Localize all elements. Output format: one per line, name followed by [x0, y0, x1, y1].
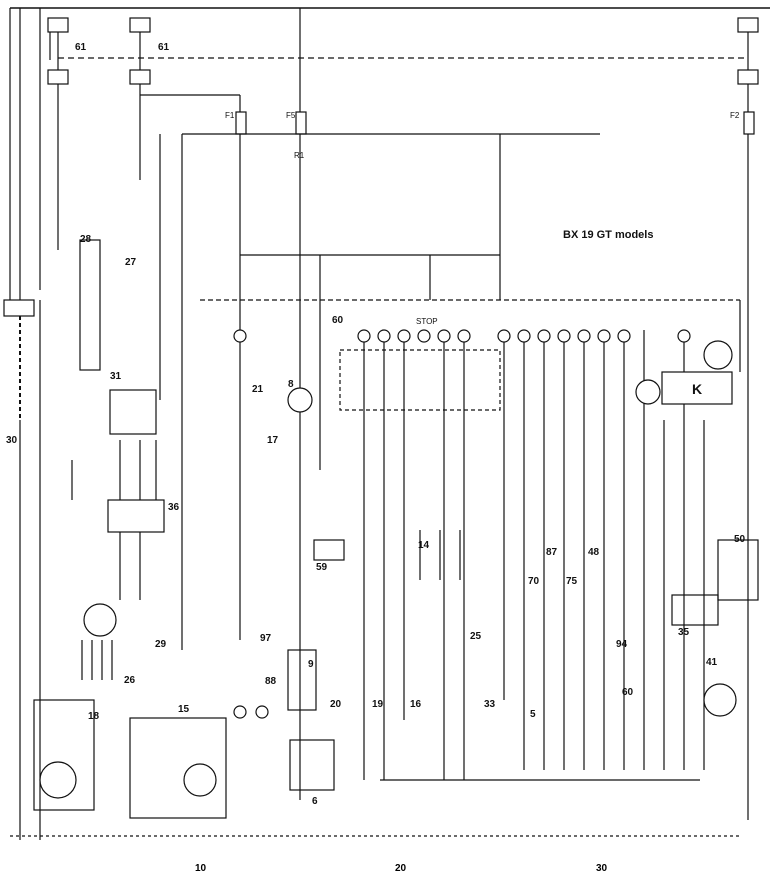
instrument-symbol: K [692, 381, 703, 397]
component-label: 33 [484, 699, 496, 710]
component-label: 29 [155, 639, 167, 650]
component-label: 70 [528, 576, 540, 587]
stop-label: STOP [416, 317, 438, 326]
component-label: 88 [265, 676, 277, 687]
component-label: 14 [418, 540, 430, 551]
component-label: 6 [312, 796, 318, 807]
component-label: 16 [410, 699, 422, 710]
component-label: 60 [622, 687, 634, 698]
component-label: 97 [260, 633, 272, 644]
component-label: 41 [706, 657, 718, 668]
component-label: 21 [252, 384, 264, 395]
fuse-label: F2 [730, 111, 740, 120]
component-label: 61 [158, 42, 170, 53]
component-label: 61 [75, 42, 87, 53]
component-label: 9 [308, 659, 314, 670]
component-label: 25 [470, 631, 482, 642]
component-label: 59 [316, 562, 328, 573]
component-label: 31 [110, 371, 122, 382]
component-label: 94 [616, 639, 628, 650]
ruler-major-label: 10 [195, 863, 207, 874]
component-label: 35 [678, 627, 690, 638]
component-label: 26 [124, 675, 136, 686]
component-label: 27 [125, 257, 137, 268]
component-label: 20 [330, 699, 342, 710]
component-label: 50 [734, 534, 746, 545]
component-label: 30 [6, 435, 18, 446]
fuse-label: F1 [225, 111, 235, 120]
ruler-major-label: 30 [596, 863, 608, 874]
component-label: 8 [288, 379, 294, 390]
component-label: 60 [332, 315, 344, 326]
component-label: 28 [80, 234, 92, 245]
component-label: 48 [588, 547, 600, 558]
component-label: 17 [267, 435, 279, 446]
component-label: 87 [546, 547, 558, 558]
component-label: 15 [178, 704, 190, 715]
component-label: 18 [88, 711, 100, 722]
fuse-label: F5 [286, 111, 296, 120]
diagram-title: BX 19 GT models [563, 229, 654, 241]
component-label: 36 [168, 502, 180, 513]
component-label: 5 [530, 709, 536, 720]
ruler-major-label: 20 [395, 863, 407, 874]
component-label: 75 [566, 576, 578, 587]
component-label: 19 [372, 699, 384, 710]
relay-label: R1 [294, 151, 305, 160]
